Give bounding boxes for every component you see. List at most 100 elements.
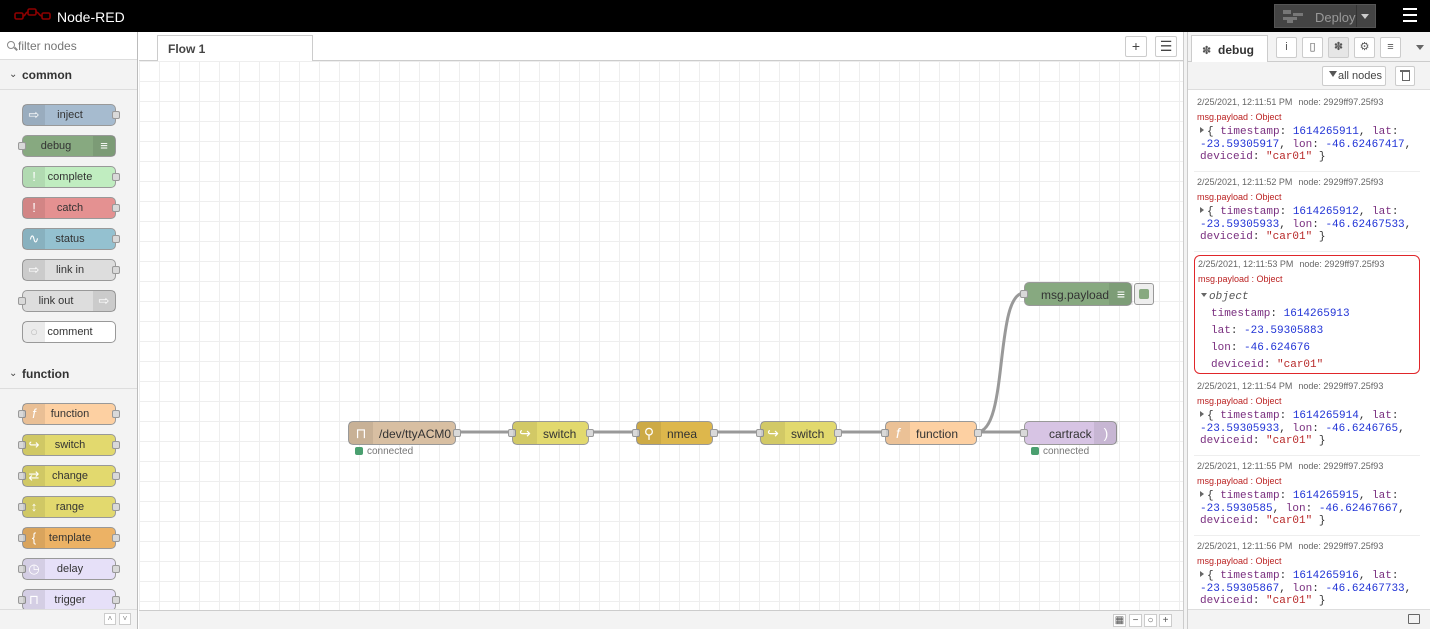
output-port[interactable] bbox=[586, 429, 594, 437]
output-port[interactable] bbox=[112, 596, 120, 604]
palette-category-common[interactable]: ⌄ common bbox=[0, 60, 137, 90]
input-port[interactable] bbox=[18, 503, 26, 511]
output-port[interactable] bbox=[112, 565, 120, 573]
flow-list-icon[interactable]: ☰ bbox=[1155, 36, 1177, 57]
zoom-in-icon[interactable]: + bbox=[1159, 614, 1172, 627]
message-date: 2/25/2021, 12:11:54 PM bbox=[1197, 381, 1293, 391]
input-port[interactable] bbox=[756, 429, 764, 437]
palette-node-range[interactable]: ↕ range bbox=[18, 496, 120, 518]
palette-node-complete[interactable]: ! complete bbox=[22, 166, 120, 188]
flow-node-debug[interactable]: msg.payload ≡ bbox=[1020, 282, 1133, 306]
node-red-logo-icon bbox=[14, 8, 51, 20]
flow-node-nmea[interactable]: ⚲ nmea bbox=[632, 421, 718, 445]
filter-nodes-input[interactable] bbox=[18, 38, 128, 54]
deploy-label: Deploy bbox=[1315, 10, 1356, 25]
palette-node-switch[interactable]: ↪ switch bbox=[18, 434, 120, 456]
palette-node-delay[interactable]: ◷ delay bbox=[18, 558, 120, 580]
output-port[interactable] bbox=[974, 429, 982, 437]
debug-toggle-button[interactable] bbox=[1134, 283, 1154, 305]
flow-node-switch-1[interactable]: ↪ switch bbox=[508, 421, 594, 445]
output-port[interactable] bbox=[112, 441, 120, 449]
output-port[interactable] bbox=[112, 204, 120, 212]
function-f-icon: f bbox=[23, 404, 45, 424]
palette-node-comment[interactable]: ○ comment bbox=[22, 321, 116, 343]
input-port[interactable] bbox=[18, 297, 26, 305]
input-port[interactable] bbox=[632, 429, 640, 437]
add-flow-plus-icon[interactable]: + bbox=[1125, 36, 1147, 57]
deploy-menu-caret-icon[interactable] bbox=[1361, 14, 1369, 19]
tab-debug[interactable]: ✽ debug bbox=[1191, 35, 1268, 62]
gear-icon[interactable]: ⚙ bbox=[1354, 37, 1375, 58]
debug-bug-icon[interactable]: ✽ bbox=[1328, 37, 1349, 58]
clear-trash-icon[interactable] bbox=[1395, 66, 1415, 86]
palette-node-trigger[interactable]: ⊓ trigger bbox=[18, 589, 120, 611]
zoom-out-icon[interactable]: − bbox=[1129, 614, 1142, 627]
filter-all-nodes-button[interactable]: all nodes bbox=[1322, 66, 1386, 86]
output-port[interactable] bbox=[112, 173, 120, 181]
output-port[interactable] bbox=[710, 429, 718, 437]
output-port[interactable] bbox=[112, 534, 120, 542]
zoom-reset-icon[interactable]: ○ bbox=[1144, 614, 1157, 627]
output-port[interactable] bbox=[112, 266, 120, 274]
sidebar-menu-caret-icon[interactable] bbox=[1416, 45, 1424, 50]
message-payload[interactable]: { timestamp: 1614265916, lat: -23.593058… bbox=[1200, 570, 1412, 607]
main-menu-hamburger-icon[interactable] bbox=[1397, 8, 1423, 24]
flow-node-function[interactable]: f function bbox=[881, 421, 982, 445]
palette-category-function[interactable]: ⌄ function bbox=[0, 359, 137, 389]
input-port[interactable] bbox=[1020, 290, 1028, 298]
input-port[interactable] bbox=[18, 596, 26, 604]
flow-canvas[interactable]: ⊓ /dev/ttyACM0 connected ↪ switch ⚲ nmea… bbox=[139, 61, 1183, 610]
input-port[interactable] bbox=[18, 534, 26, 542]
popout-screen-icon[interactable] bbox=[1408, 614, 1420, 624]
book-icon[interactable]: ▯ bbox=[1302, 37, 1323, 58]
input-port[interactable] bbox=[18, 565, 26, 573]
database-icon[interactable]: ≡ bbox=[1380, 37, 1401, 58]
output-port[interactable] bbox=[453, 429, 461, 437]
input-port[interactable] bbox=[18, 410, 26, 418]
input-port[interactable] bbox=[18, 472, 26, 480]
palette-node-inject[interactable]: ⇨ inject bbox=[22, 104, 120, 126]
palette-node-function[interactable]: f function bbox=[18, 403, 120, 425]
palette-node-link-in[interactable]: ⇨ link in bbox=[22, 259, 120, 281]
message-payload[interactable]: { timestamp: 1614265911, lat: -23.593059… bbox=[1200, 126, 1412, 163]
output-port[interactable] bbox=[112, 235, 120, 243]
message-payload[interactable]: { timestamp: 1614265912, lat: -23.593059… bbox=[1200, 206, 1412, 243]
output-port[interactable] bbox=[112, 111, 120, 119]
sidebar-splitter[interactable] bbox=[1183, 32, 1188, 629]
deploy-button[interactable]: Deploy bbox=[1274, 4, 1376, 28]
palette-node-change[interactable]: ⇄ change bbox=[18, 465, 120, 487]
input-port[interactable] bbox=[18, 142, 26, 150]
palette-node-debug[interactable]: debug ≡ bbox=[18, 135, 116, 157]
object-tree-toggle[interactable]: object bbox=[1201, 291, 1249, 303]
palette-node-catch[interactable]: ! catch bbox=[22, 197, 120, 219]
expand-all-icon[interactable]: ˅ bbox=[119, 613, 131, 625]
info-icon[interactable]: i bbox=[1276, 37, 1297, 58]
output-port[interactable] bbox=[112, 410, 120, 418]
input-port[interactable] bbox=[508, 429, 516, 437]
output-port[interactable] bbox=[112, 503, 120, 511]
message-topic: msg.payload : Object bbox=[1197, 192, 1282, 202]
palette-node-template[interactable]: { template bbox=[18, 527, 120, 549]
expand-caret-icon bbox=[1200, 207, 1204, 213]
output-port[interactable] bbox=[834, 429, 842, 437]
message-payload[interactable]: { timestamp: 1614265914, lat: -23.593059… bbox=[1200, 410, 1405, 447]
output-port[interactable] bbox=[112, 472, 120, 480]
flow-node-switch-2[interactable]: ↪ switch bbox=[756, 421, 842, 445]
input-port[interactable] bbox=[1020, 429, 1028, 437]
message-payload[interactable]: { timestamp: 1614265915, lat: -23.593058… bbox=[1200, 490, 1405, 527]
input-port[interactable] bbox=[881, 429, 889, 437]
input-port[interactable] bbox=[18, 441, 26, 449]
flow-node-serial-in[interactable]: ⊓ /dev/ttyACM0 bbox=[348, 421, 461, 445]
flow-node-cartrack[interactable]: cartrack ) bbox=[1020, 421, 1118, 445]
tab-flow-1[interactable]: Flow 1 bbox=[157, 35, 313, 61]
palette-node-status[interactable]: ∿ status bbox=[22, 228, 120, 250]
navigator-map-icon[interactable]: ▦ bbox=[1113, 614, 1126, 627]
collapse-all-icon[interactable]: ˄ bbox=[104, 613, 116, 625]
palette-node-link-out[interactable]: link out ⇨ bbox=[18, 290, 116, 312]
